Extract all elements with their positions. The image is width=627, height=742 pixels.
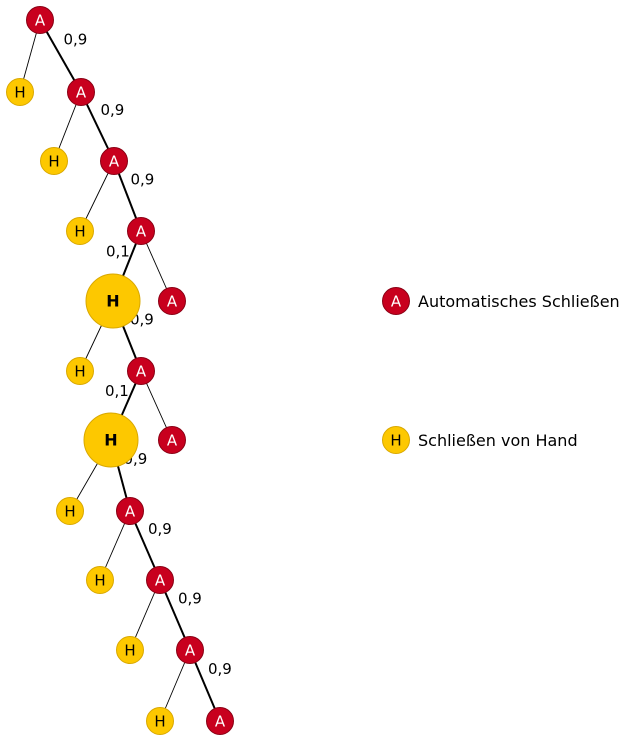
node-automatic-a9: A (176, 636, 204, 664)
nodes-layer: A H A H A H A H A H A H A H A H A H A H A (6, 6, 234, 735)
node-automatic-ar1-circle (158, 287, 186, 315)
node-automatic-a9-circle (176, 636, 204, 664)
node-hand-h1-label: H (14, 84, 25, 102)
node-hand-hb2-circle (83, 412, 139, 468)
node-automatic-a0-label: A (35, 12, 46, 30)
legend-item-automatic: A Automatisches Schließen (382, 287, 620, 315)
node-hand-h2-label: H (48, 153, 59, 171)
node-automatic-a10-circle (206, 707, 234, 735)
node-hand-h1: H (6, 78, 34, 106)
legend-symbol-automatic-circle (382, 287, 410, 315)
node-automatic-a10: A (206, 707, 234, 735)
node-automatic-a2: A (100, 147, 128, 175)
node-hand-h8-label: H (94, 572, 105, 590)
node-hand-h7-circle (56, 497, 84, 525)
node-automatic-a8-circle (146, 566, 174, 594)
node-automatic-ar2-circle (158, 426, 186, 454)
node-automatic-a9-label: A (185, 642, 196, 660)
legend-symbol-automatic-label: A (391, 293, 402, 311)
edge-probability-label: 0,9 (64, 31, 88, 49)
node-automatic-a5-label: A (136, 363, 147, 381)
node-hand-h7-label: H (64, 503, 75, 521)
node-automatic-a0: A (26, 6, 54, 34)
edge-probability-label: 0,1 (105, 382, 129, 400)
node-hand-h3-label: H (74, 223, 85, 241)
legend-symbol-hand: H (382, 426, 410, 454)
node-hand-h10: H (146, 707, 174, 735)
node-hand-h5: H (66, 357, 94, 385)
legend-text: Schließen von Hand (418, 431, 578, 450)
node-hand-h2: H (40, 147, 68, 175)
node-automatic-a0-circle (26, 6, 54, 34)
node-hand-h8-circle (86, 566, 114, 594)
legend-symbol-hand-label: H (390, 432, 401, 450)
node-hand-h3-circle (66, 217, 94, 245)
edge-probability-label: 0,9 (101, 101, 125, 119)
node-automatic-a1-label: A (76, 84, 87, 102)
node-automatic-a3-label: A (136, 223, 147, 241)
node-hand-hb1-circle (85, 273, 141, 329)
legend-item-hand: H Schließen von Hand (382, 426, 578, 454)
node-hand-h2-circle (40, 147, 68, 175)
node-hand-h7: H (56, 497, 84, 525)
node-hand-h1-circle (6, 78, 34, 106)
node-hand-h5-circle (66, 357, 94, 385)
node-hand-h3: H (66, 217, 94, 245)
node-automatic-ar1: A (158, 287, 186, 315)
node-automatic-a2-label: A (109, 153, 120, 171)
node-automatic-a10-label: A (215, 713, 226, 731)
node-automatic-a3-circle (127, 217, 155, 245)
node-automatic-ar1-label: A (167, 293, 178, 311)
edge-probability-label: 0,9 (208, 660, 232, 678)
node-automatic-a7-circle (116, 497, 144, 525)
node-automatic-ar2: A (158, 426, 186, 454)
node-hand-h9-label: H (124, 642, 135, 660)
node-automatic-a7-label: A (125, 503, 136, 521)
node-automatic-a1-circle (67, 78, 95, 106)
legend-symbol-automatic: A (382, 287, 410, 315)
edge-probability-label: 0,1 (106, 243, 130, 261)
node-automatic-a2-circle (100, 147, 128, 175)
node-automatic-ar2-label: A (167, 432, 178, 450)
node-hand-h9: H (116, 636, 144, 664)
node-hand-hb1: H (85, 273, 141, 329)
node-hand-h10-label: H (154, 713, 165, 731)
node-hand-hb2-label: H (104, 431, 117, 450)
node-automatic-a3: A (127, 217, 155, 245)
node-automatic-a7: A (116, 497, 144, 525)
node-hand-hb2: H (83, 412, 139, 468)
node-hand-h5-label: H (74, 363, 85, 381)
node-automatic-a8-label: A (155, 572, 166, 590)
node-hand-h8: H (86, 566, 114, 594)
legend-symbol-hand-circle (382, 426, 410, 454)
node-automatic-a5-circle (127, 357, 155, 385)
node-automatic-a5: A (127, 357, 155, 385)
edge-probability-label: 0,9 (131, 171, 155, 189)
node-automatic-a8: A (146, 566, 174, 594)
node-hand-h10-circle (146, 707, 174, 735)
legend-text: Automatisches Schließen (418, 292, 620, 311)
node-automatic-a1: A (67, 78, 95, 106)
edges-layer (19, 19, 221, 722)
edge-probability-label: 0,9 (148, 520, 172, 538)
node-hand-hb1-label: H (106, 292, 119, 311)
node-hand-h9-circle (116, 636, 144, 664)
edge-probability-label: 0,9 (178, 590, 202, 608)
